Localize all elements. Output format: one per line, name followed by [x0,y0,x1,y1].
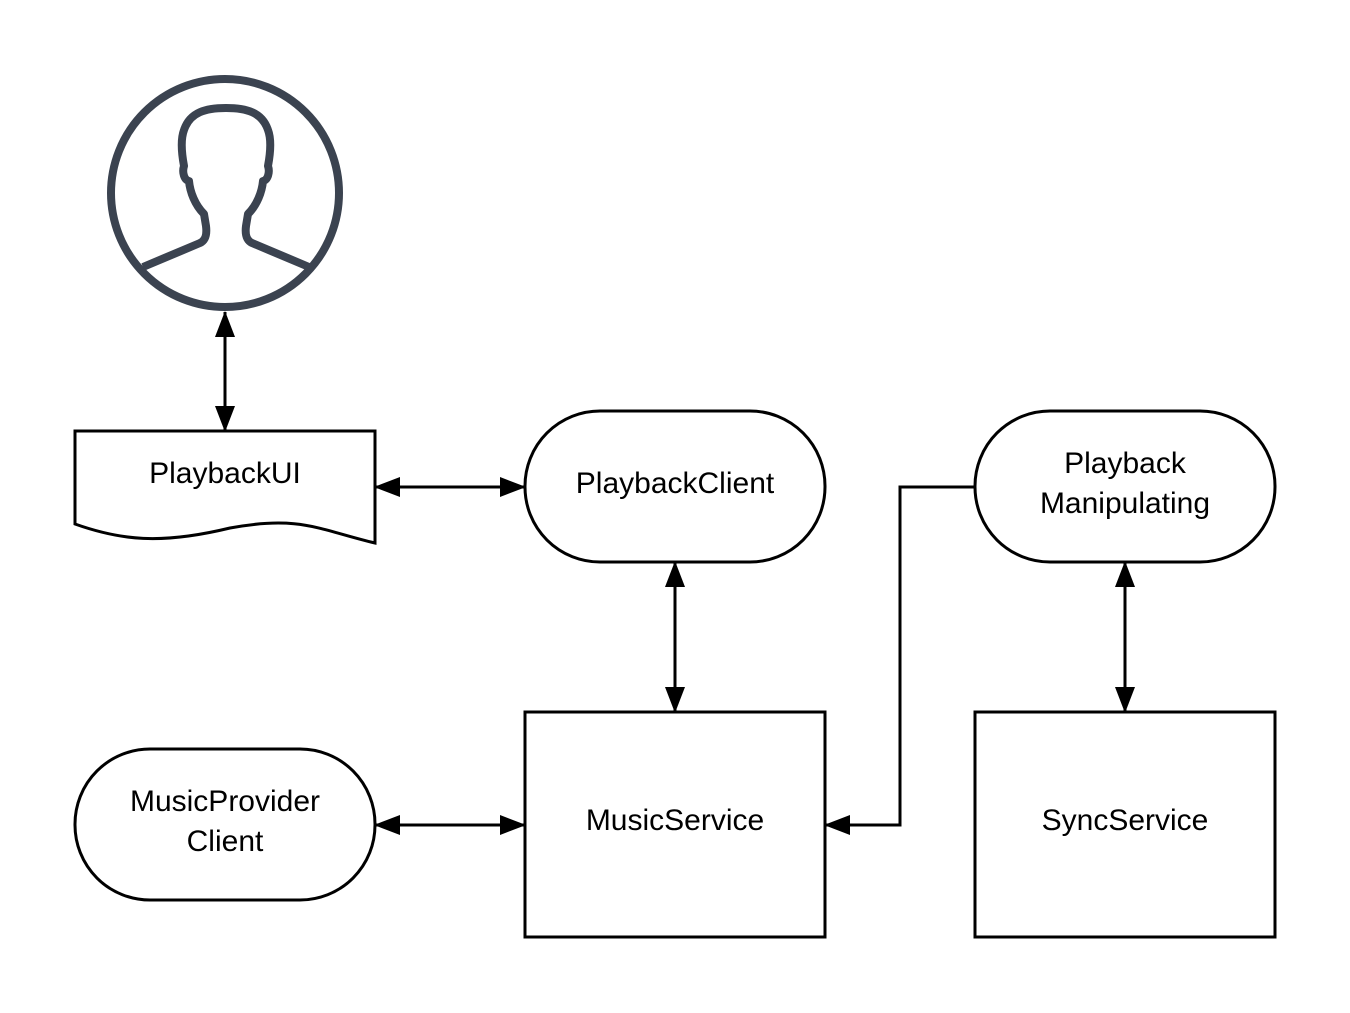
music-service-label: MusicService [586,804,764,837]
playback-manipulating-label-line2: Manipulating [1040,487,1210,520]
user-icon [107,75,343,311]
sync-service-node: SyncService [973,710,1277,939]
playback-client-node: PlaybackClient [523,409,827,564]
music-provider-client-label-line1: MusicProvider [130,785,320,818]
connector-manipulating-musicservice [824,485,975,835]
playback-ui-node: PlaybackUI [73,429,377,545]
sync-service-label: SyncService [1042,804,1209,837]
music-provider-client-node: MusicProvider Client [73,747,377,902]
playback-ui-label: PlaybackUI [149,457,301,490]
playback-manipulating-label-line1: Playback [1064,447,1187,480]
playback-manipulating-node: Playback Manipulating [973,409,1277,564]
playback-client-label: PlaybackClient [576,467,775,500]
music-service-node: MusicService [523,710,827,939]
music-provider-client-label-line2: Client [187,825,264,858]
